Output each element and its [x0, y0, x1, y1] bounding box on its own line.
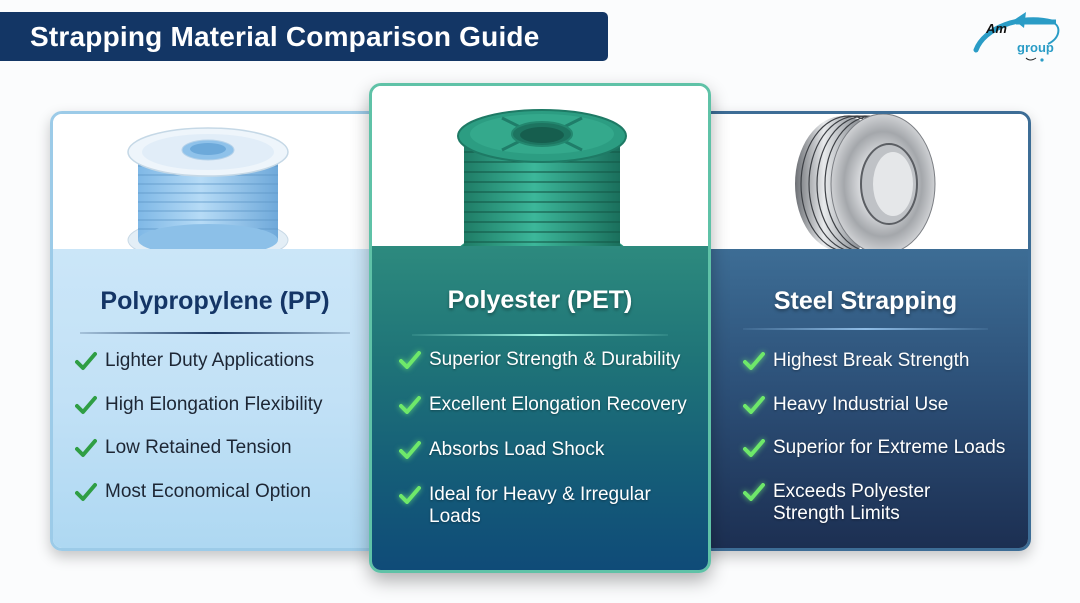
feature-text: Absorbs Load Shock — [429, 439, 605, 460]
checkmark-icon — [741, 350, 767, 372]
feature-text: Lighter Duty Applications — [105, 350, 315, 371]
checkmark-icon — [397, 394, 423, 416]
feature-text: Most Economical Option — [105, 480, 311, 502]
feature-item: Low Retained Tension — [73, 437, 377, 459]
checkmark-icon — [741, 394, 767, 416]
steel-coil-icon — [795, 114, 936, 255]
checkmark-icon — [741, 481, 767, 503]
title-divider — [743, 328, 988, 330]
card-steel: Steel Strapping Highest Break Strength H… — [700, 111, 1031, 551]
title-divider — [412, 334, 668, 336]
feature-text: Ideal for Heavy & Irregular Loads — [429, 484, 651, 527]
feature-text: Excellent Elongation Recovery — [429, 394, 687, 415]
feature-text: Exceeds Polyester Strength Limits — [773, 480, 931, 524]
feature-item: Ideal for Heavy & Irregular Loads — [397, 484, 657, 528]
logo-text: group — [1017, 40, 1054, 55]
feature-text: Superior for Extreme Loads — [773, 437, 1006, 458]
feature-text: Superior Strength & Durability — [429, 349, 681, 370]
feature-text: Heavy Industrial Use — [773, 393, 949, 415]
feature-item: Highest Break Strength — [741, 350, 1028, 372]
card-title: Polyester (PET) — [447, 286, 633, 314]
checkmark-icon — [397, 349, 423, 371]
feature-item: Most Economical Option — [73, 481, 377, 503]
checkmark-icon — [73, 350, 99, 372]
company-logo: Am group — [970, 8, 1065, 68]
feature-item: Absorbs Load Shock — [397, 439, 708, 461]
feature-list: Superior Strength & Durability Excellent… — [397, 349, 708, 551]
card-body: Steel Strapping Highest Break Strength H… — [703, 249, 1028, 548]
feature-text: Low Retained Tension — [105, 437, 292, 458]
feature-item: Lighter Duty Applications — [73, 350, 377, 372]
feature-item: Superior Strength & Durability — [397, 349, 708, 371]
checkmark-icon — [397, 484, 423, 506]
page-title: Strapping Material Comparison Guide — [30, 20, 540, 52]
feature-item: High Elongation Flexibility — [73, 394, 377, 416]
feature-list: Highest Break Strength Heavy Industrial … — [741, 350, 1028, 546]
card-image-area — [53, 114, 377, 263]
card-body: Polypropylene (PP) Lighter Duty Applicat… — [53, 249, 377, 548]
card-title: Polypropylene (PP) — [100, 287, 330, 315]
card-body: Polyester (PET) Superior Strength & Dura… — [372, 246, 708, 570]
card-polyester: Polyester (PET) Superior Strength & Dura… — [369, 83, 711, 573]
feature-item: Excellent Elongation Recovery — [397, 394, 708, 416]
checkmark-icon — [73, 394, 99, 416]
blue-plastic-spool-icon — [127, 127, 289, 263]
checkmark-icon — [741, 437, 767, 459]
card-polypropylene: Polypropylene (PP) Lighter Duty Applicat… — [50, 111, 380, 551]
feature-text: High Elongation Flexibility — [105, 393, 323, 415]
logo-swoosh-icon — [973, 12, 1060, 62]
feature-item: Heavy Industrial Use — [741, 394, 1028, 416]
card-image-area — [703, 114, 1028, 255]
card-title: Steel Strapping — [773, 287, 958, 315]
title-banner: Strapping Material Comparison Guide — [0, 12, 608, 61]
checkmark-icon — [73, 481, 99, 503]
feature-item: Exceeds Polyester Strength Limits — [741, 481, 971, 525]
logo-mark: Am — [986, 21, 1007, 36]
checkmark-icon — [73, 437, 99, 459]
feature-list: Lighter Duty Applications High Elongatio… — [73, 350, 377, 524]
feature-text: Highest Break Strength — [773, 350, 970, 371]
feature-item: Superior for Extreme Loads — [741, 437, 1028, 459]
title-divider — [80, 332, 350, 334]
card-image-area — [372, 86, 708, 275]
checkmark-icon — [397, 439, 423, 461]
